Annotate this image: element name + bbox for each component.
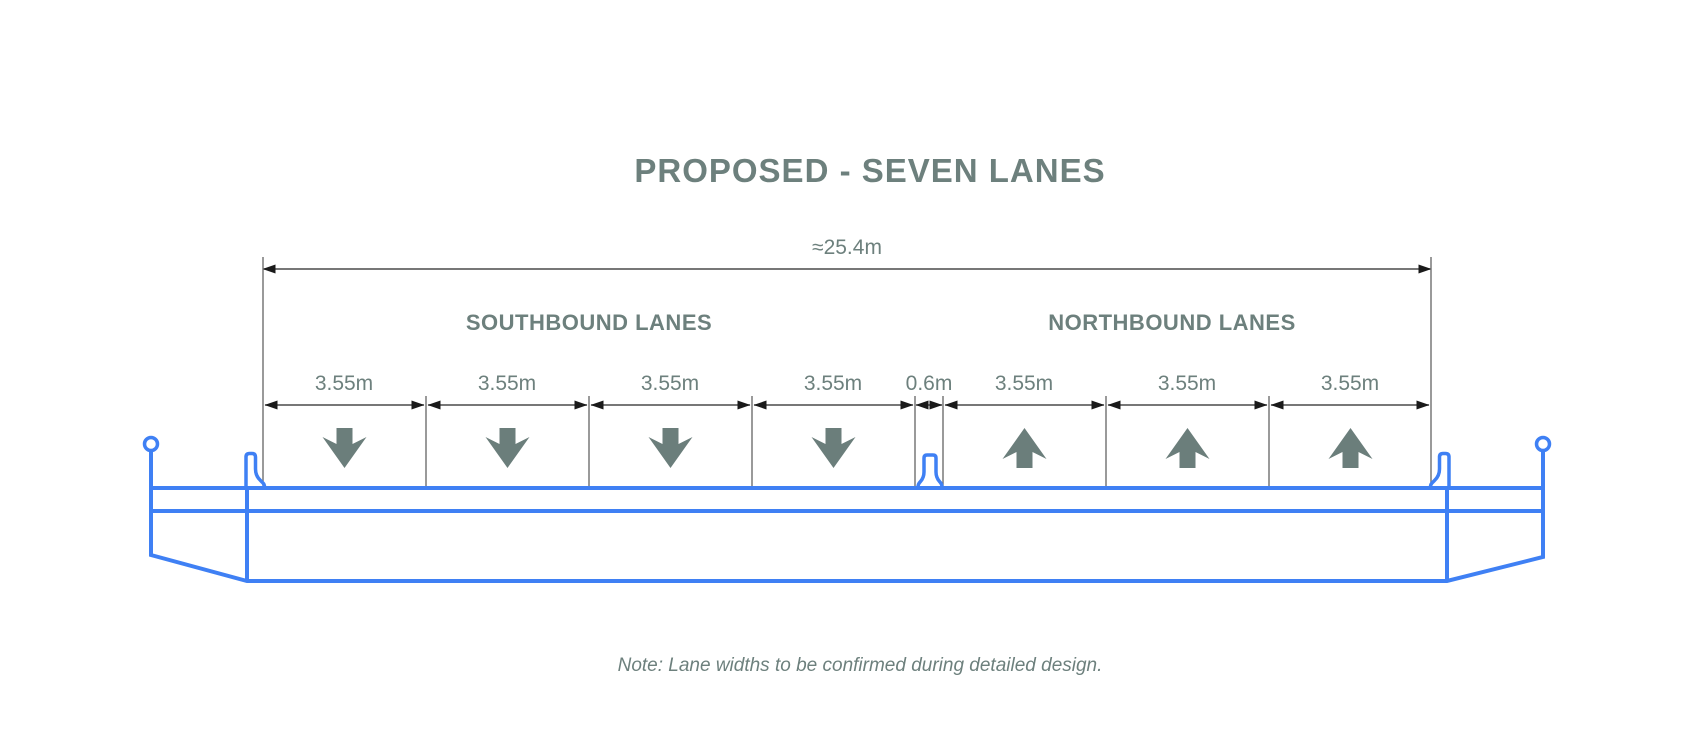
northbound-up-arrow-icon <box>1165 428 1210 468</box>
overall-dimension-label: ≈25.4m <box>812 236 882 259</box>
median-barrier <box>916 453 944 490</box>
lane-width-label: 3.55m <box>995 372 1053 395</box>
lane-boundary-lines <box>262 257 1432 486</box>
southbound-down-arrow-icon <box>811 428 856 468</box>
lane-width-labels: 3.55m 3.55m 3.55m 3.55m 0.6m 3.55m 3.55m… <box>315 372 1379 395</box>
lamp-post-left-icon <box>142 435 160 453</box>
median-width-label: 0.6m <box>906 372 953 395</box>
northbound-up-arrow-icon <box>1328 428 1373 468</box>
lane-width-label: 3.55m <box>478 372 536 395</box>
girder-outline <box>149 451 1545 583</box>
lane-width-label: 3.55m <box>1321 372 1379 395</box>
northbound-lanes-heading: NORTHBOUND LANES <box>1048 310 1296 335</box>
lane-width-label: 3.55m <box>315 372 373 395</box>
footnote: Note: Lane widths to be confirmed during… <box>618 655 1103 676</box>
kerb-barrier-right <box>1428 451 1451 490</box>
southbound-lanes-heading: SOUTHBOUND LANES <box>466 310 712 335</box>
kerb-barrier-left <box>244 451 267 490</box>
page-title: PROPOSED - SEVEN LANES <box>634 152 1105 189</box>
lane-width-label: 3.55m <box>1158 372 1216 395</box>
southbound-down-arrow-icon <box>648 428 693 468</box>
bridge-structure <box>142 435 1552 583</box>
lane-width-label: 3.55m <box>804 372 862 395</box>
southbound-down-arrow-icon <box>322 428 367 468</box>
southbound-down-arrow-icon <box>485 428 530 468</box>
lamp-post-right-icon <box>1534 435 1552 453</box>
lane-direction-arrows <box>322 428 1373 468</box>
lane-width-label: 3.55m <box>641 372 699 395</box>
northbound-up-arrow-icon <box>1002 428 1047 468</box>
